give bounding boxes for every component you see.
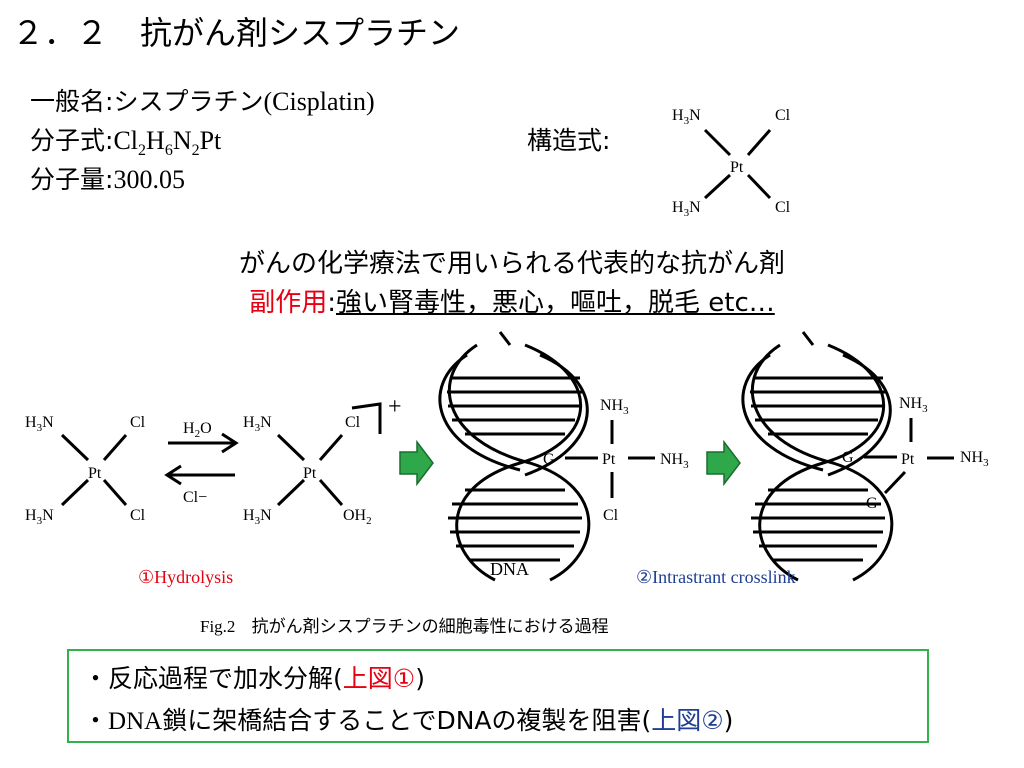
svg-text:Cl: Cl — [130, 414, 146, 431]
svg-text:NH3: NH3 — [899, 395, 928, 415]
svg-text:Cl: Cl — [345, 414, 361, 431]
aquated-cisplatin-molecule: H3N Cl Pt H3N OH2 + — [243, 394, 402, 527]
side-effects-label: 副作用 — [249, 288, 328, 318]
svg-text:NH3: NH3 — [600, 397, 629, 417]
bond — [746, 173, 772, 200]
figure-ref-2: 上図② — [651, 706, 724, 735]
svg-text:NH3: NH3 — [960, 449, 989, 469]
molecular-weight-label: 分子量 — [30, 165, 106, 194]
svg-text:Cl: Cl — [130, 507, 146, 524]
label-hydrolysis: ①Hydrolysis — [138, 567, 233, 587]
summary-line-2: ・DNA鎖に架橋結合することでDNAの複製を阻害(上図②) — [83, 706, 734, 735]
svg-text:Pt: Pt — [88, 465, 102, 482]
separator: : — [602, 126, 611, 155]
side-effects-row: 副作用:強い腎毒性，悪心，嘔吐，脱毛 etc… — [0, 282, 1024, 319]
svg-text:G: G — [543, 451, 555, 468]
bond — [703, 128, 732, 157]
svg-text:G: G — [842, 449, 854, 466]
reagent-forward: H2O — [183, 420, 212, 440]
general-name-value-jp: シスプラチン — [113, 87, 264, 116]
svg-text:H3N: H3N — [25, 414, 54, 434]
molecular-formula-label: 分子式 — [30, 126, 106, 155]
svg-text:H3N: H3N — [243, 507, 272, 527]
figure-ref-1: 上図① — [342, 664, 416, 693]
svg-text:H3N: H3N — [25, 507, 54, 527]
svg-text:H3N: H3N — [243, 414, 272, 434]
svg-text:Pt: Pt — [901, 451, 915, 468]
structure-diagram: H3N Cl Pt H3N Cl — [672, 107, 791, 219]
caption-text: 抗がん剤シスプラチンの細胞毒性における過程 — [251, 617, 609, 637]
figure-diagram: H3N Cl Pt H3N Cl H2O Cl− H3N Cl Pt H3N O… — [25, 331, 989, 587]
structure-ligand-br: Cl — [775, 199, 791, 216]
dna-helix — [741, 331, 894, 582]
structure-label: 構造式 — [527, 126, 603, 155]
molecular-formula-row: 分子式:Cl2H6N2Pt — [30, 121, 221, 160]
charge: + — [388, 394, 402, 420]
molecular-weight-row: 分子量:300.05 — [30, 160, 185, 196]
molecular-weight-value: 300.05 — [113, 165, 185, 194]
dna-helix — [438, 331, 591, 582]
cisplatin-molecule: H3N Cl Pt H3N Cl — [25, 414, 146, 527]
dna-adduct-2: G Pt NH3 NH3 G — [842, 395, 989, 512]
equilibrium-arrows: H2O Cl− — [164, 420, 239, 506]
structure-ligand-tl: H3N — [672, 107, 701, 127]
figure-caption: Fig.2 抗がん剤シスプラチンの細胞毒性における過程 — [200, 612, 609, 637]
separator: : — [105, 165, 114, 194]
structure-ligand-bl: H3N — [672, 199, 701, 219]
label-dna: DNA — [490, 559, 529, 579]
right-arrow-icon — [706, 439, 741, 487]
molecular-formula-value: Cl2H6N2Pt — [113, 126, 222, 160]
headline: がんの化学療法で用いられる代表的な抗がん剤 — [238, 249, 785, 279]
svg-text:OH2: OH2 — [343, 507, 372, 527]
svg-text:NH3: NH3 — [660, 451, 689, 471]
svg-text:Cl: Cl — [603, 507, 619, 524]
svg-text:G: G — [866, 495, 878, 512]
structure-ligand-tr: Cl — [775, 107, 791, 124]
summary-line-1: ・反応過程で加水分解(上図①) — [83, 664, 425, 693]
label-crosslink: ②Intrastrant crosslink — [636, 567, 796, 587]
bond — [746, 129, 772, 156]
general-name-label: 一般名 — [30, 87, 106, 116]
page-title: ２．２ 抗がん剤シスプラチン — [12, 14, 461, 52]
caption-number: Fig.2 — [200, 617, 236, 636]
reagent-backward: Cl− — [183, 489, 207, 506]
general-name-value-en: (Cisplatin) — [263, 87, 375, 116]
side-effects-value: 強い腎毒性，悪心，嘔吐，脱毛 etc… — [336, 288, 775, 318]
general-name-row: 一般名:シスプラチン(Cisplatin) — [30, 82, 375, 118]
separator: : — [105, 87, 114, 116]
svg-text:Pt: Pt — [602, 451, 616, 468]
summary-box: ・反応過程で加水分解(上図①) ・DNA鎖に架橋結合することでDNAの複製を阻害… — [67, 649, 929, 743]
bond — [703, 173, 732, 200]
svg-text:Pt: Pt — [303, 465, 317, 482]
structure-label-row: 構造式: — [527, 121, 610, 157]
structure-center: Pt — [730, 159, 744, 176]
separator: : — [327, 288, 336, 318]
right-arrow-icon — [399, 439, 434, 487]
dna-adduct-1: G Pt NH3 NH3 Cl — [543, 397, 689, 524]
separator: : — [105, 126, 114, 155]
